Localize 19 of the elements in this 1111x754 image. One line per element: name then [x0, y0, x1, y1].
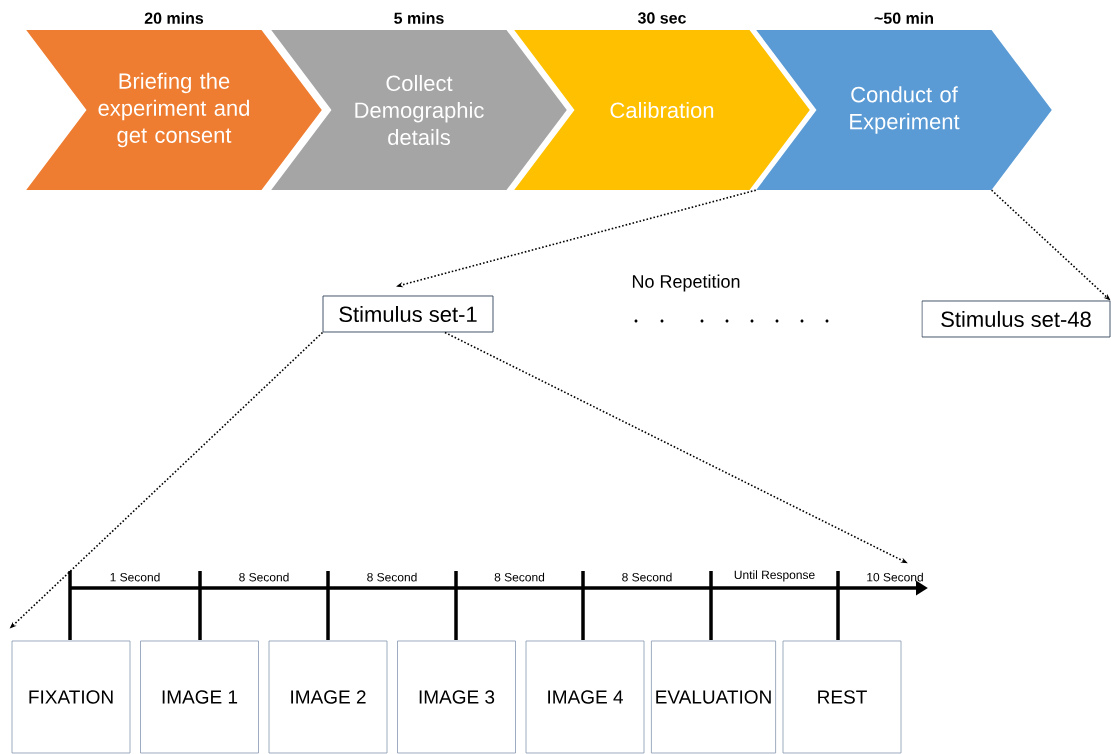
chevron-step: Calibration: [514, 30, 810, 190]
stimulus-box: Stimulus set-48: [921, 300, 1111, 338]
phase-box: IMAGE 4: [525, 640, 645, 754]
phase-box: IMAGE 1: [140, 640, 259, 754]
duration-label: 5 mins: [394, 12, 444, 24]
note-label: No Repetition: [632, 274, 740, 292]
chevron-step: Briefing the experiment and get consent: [26, 30, 322, 190]
phase-box: REST: [782, 640, 902, 754]
duration-label: 20 mins: [144, 12, 204, 24]
phase-box: FIXATION: [11, 640, 131, 754]
phase-box: IMAGE 2: [268, 640, 388, 754]
stimulus-box: Stimulus set-1: [322, 295, 494, 333]
chevron-step: Collect Demographic details: [271, 30, 567, 190]
phase-box: IMAGE 3: [397, 640, 516, 754]
chevron-step: Conduct of Experiment: [756, 30, 1052, 190]
duration-label: ~50 min: [874, 12, 933, 24]
duration-label: 10 Second: [867, 572, 923, 582]
phase-box: EVALUATION: [651, 640, 776, 754]
duration-label: 30 sec: [637, 12, 686, 24]
